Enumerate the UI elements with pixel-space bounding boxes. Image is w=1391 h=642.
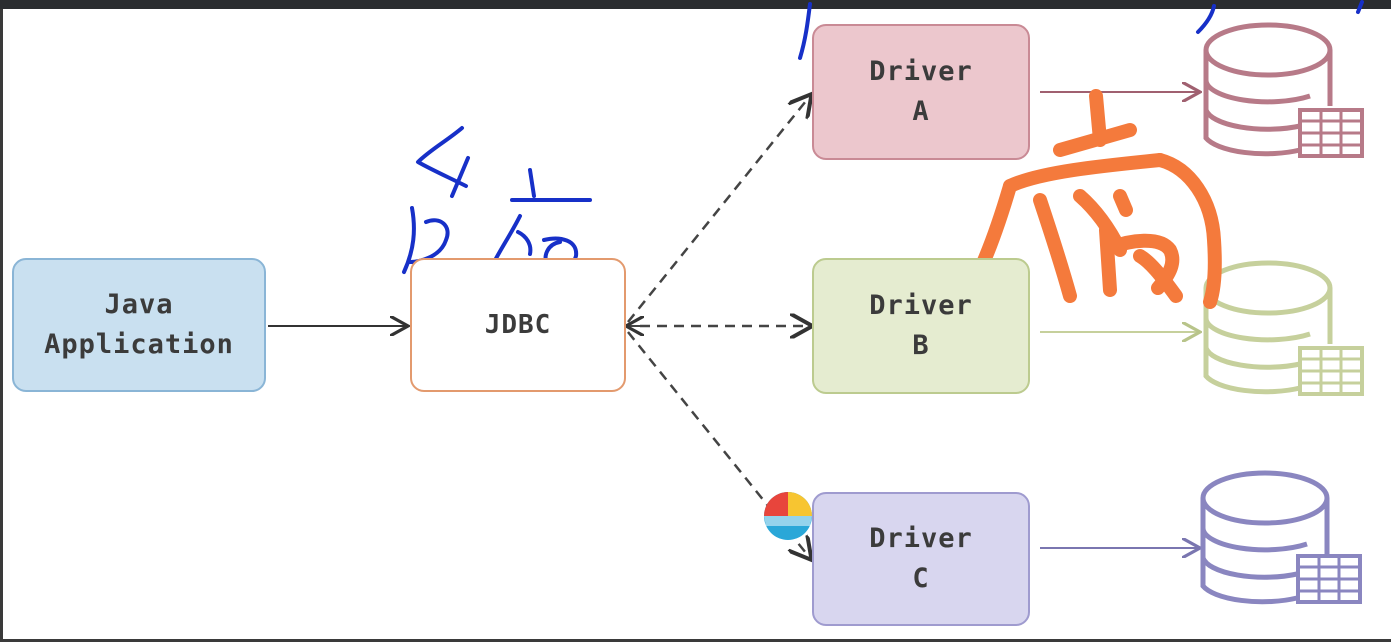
database-b-icon	[1203, 260, 1364, 396]
top-bar	[0, 0, 1391, 9]
handwriting-blue-annotation	[402, 0, 1364, 276]
database-c-icon	[1200, 470, 1362, 605]
driver-c-label-line1: Driver	[869, 523, 973, 554]
driver-b-box: Driver B	[812, 258, 1030, 394]
java-application-label-line2: Application	[44, 329, 234, 360]
driver-a-label-line1: Driver	[869, 56, 973, 87]
java-application-label-line1: Java	[104, 289, 174, 320]
bottom-edge	[0, 639, 1391, 642]
driver-c-label-line2: C	[912, 563, 930, 594]
driver-b-label-line1: Driver	[869, 290, 973, 321]
database-a-icon	[1203, 22, 1364, 158]
jdbc-box: JDBC	[410, 258, 626, 392]
driver-a-label-line2: A	[912, 96, 930, 127]
left-edge	[0, 9, 3, 642]
driver-c-box: Driver C	[812, 492, 1030, 626]
app-logo-icon	[764, 492, 812, 540]
java-application-box: Java Application	[12, 258, 266, 392]
driver-b-label-line2: B	[912, 330, 930, 361]
jdbc-label: JDBC	[484, 310, 552, 340]
handwriting-orange-annotation	[973, 89, 1222, 309]
arrow-jdbc-to-driver-a	[627, 96, 810, 323]
driver-a-box: Driver A	[812, 24, 1030, 160]
